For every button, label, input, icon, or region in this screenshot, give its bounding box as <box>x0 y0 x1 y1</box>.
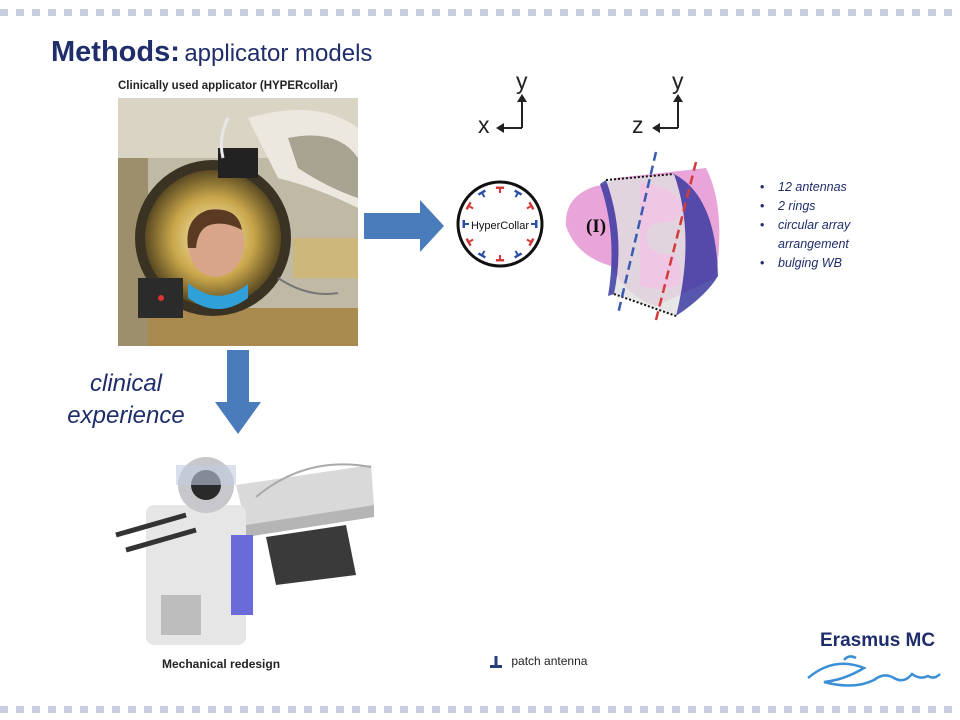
slide-title: Methods: applicator models <box>51 36 372 69</box>
ring-antenna-icon <box>477 189 486 198</box>
redesign-photo-image <box>106 445 376 655</box>
hypercollar-photo: Clinically used applicator (HYPERcollar) <box>114 76 362 348</box>
bullet-item: 12 antennas <box>760 178 880 197</box>
ring-antenna-icon <box>526 201 535 210</box>
axes-zy-arrows <box>652 94 683 133</box>
axes-xy: y x <box>478 68 538 138</box>
ring-antenna-icon <box>514 189 523 198</box>
ring-antenna-icon <box>465 201 474 210</box>
down-arrow <box>215 350 261 434</box>
ring-antenna-icon <box>496 186 504 193</box>
ring-antenna-icon <box>496 255 504 262</box>
ring-antenna-icon <box>477 250 486 259</box>
logo-name: Erasmus MC <box>820 630 936 651</box>
ring-label: HyperCollar <box>471 220 529 232</box>
axis-x-label: x <box>478 112 490 138</box>
clinical-label-line1: clinical <box>89 370 163 397</box>
bullet-item: bulging WB <box>760 254 880 273</box>
axis-y-label: y <box>516 68 528 94</box>
hypercollar-photo-caption: Clinically used applicator (HYPERcollar) <box>118 80 338 92</box>
legend-patch-label: patch antenna <box>511 654 588 668</box>
ring-antenna-icon <box>465 238 474 247</box>
ring-antenna-icon <box>462 220 469 228</box>
ring-antenna-icon <box>531 220 538 228</box>
ring-antenna-group <box>462 186 538 262</box>
feature-bullets: 12 antennas 2 rings circular array arran… <box>760 178 880 273</box>
right-arrow <box>364 200 444 252</box>
title-rest: applicator models <box>184 40 373 67</box>
bottom-dotted-border <box>0 706 960 713</box>
erasmus-mc-logo: Erasmus MC <box>804 628 944 688</box>
ring-antenna-icon <box>514 250 523 259</box>
axes-zy: y z <box>632 68 692 138</box>
clinical-label-line2: experience <box>67 402 185 429</box>
patch-antenna-icon <box>490 655 502 668</box>
ring-antenna-icon <box>526 238 535 247</box>
head-label: (I) <box>586 216 606 237</box>
bullet-item: circular array arrangement <box>760 216 880 254</box>
hypercollar-ring-diagram: HyperCollar <box>456 180 544 268</box>
erasmus-signature-logo <box>807 655 941 687</box>
title-bold: Methods: <box>51 36 180 68</box>
clinical-experience-label: clinical experience <box>56 368 196 432</box>
hypercollar-photo-image <box>118 98 358 346</box>
bullet-item: 2 rings <box>760 197 880 216</box>
redesign-photo: Mechanical redesign <box>106 445 376 673</box>
top-dotted-border <box>0 9 960 16</box>
patch-antenna-legend: patch antenna <box>490 654 587 668</box>
axis-z-label: z <box>632 112 644 138</box>
redesign-photo-caption: Mechanical redesign <box>162 657 281 671</box>
axis-y2-label: y <box>672 68 684 94</box>
axes-xy-arrows <box>496 94 527 133</box>
head-side-diagram: (I) <box>565 151 720 321</box>
